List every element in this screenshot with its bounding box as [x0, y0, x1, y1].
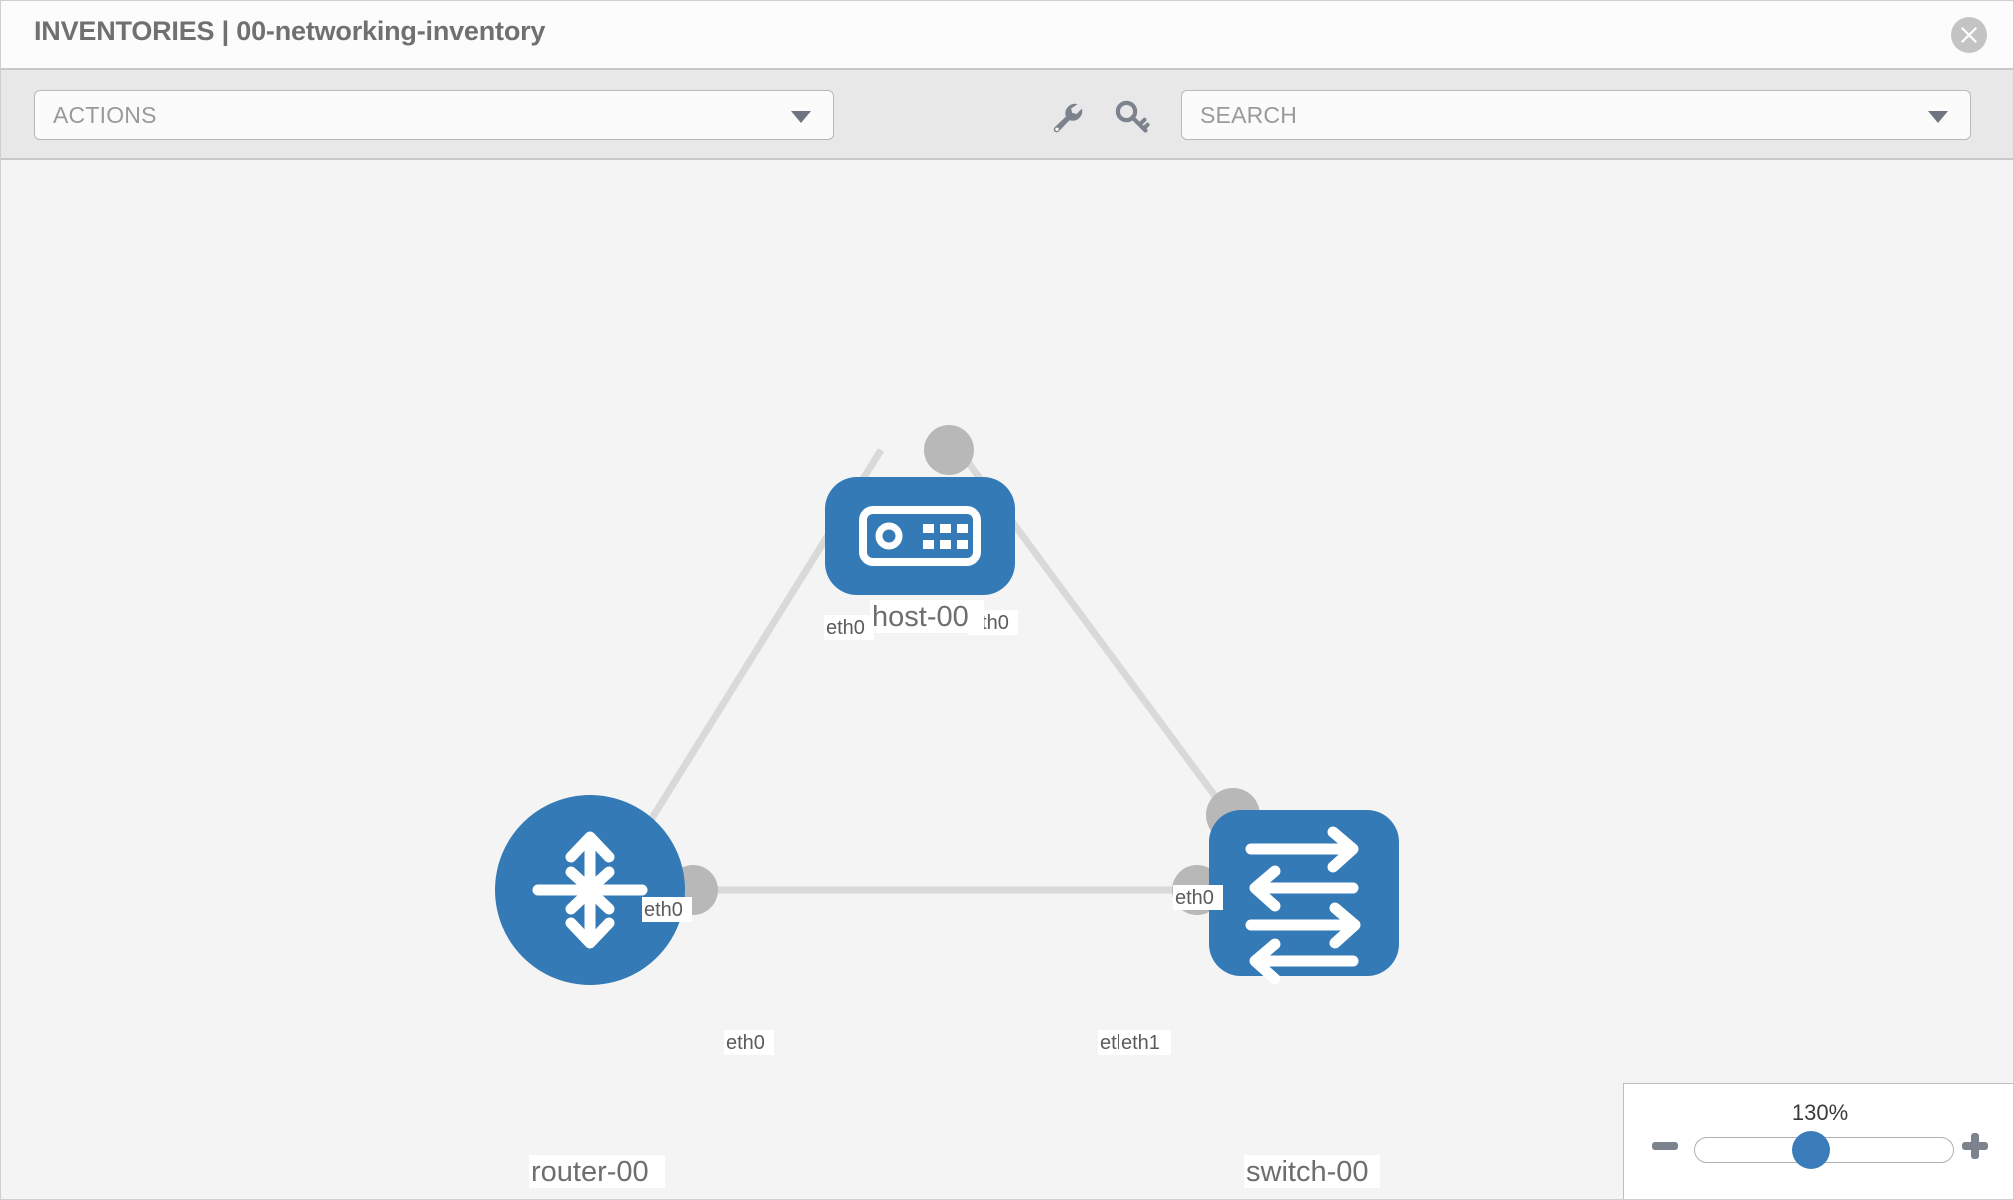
svg-text:eth1: eth1 [1121, 1032, 1160, 1054]
actions-dropdown-label: ACTIONS [53, 102, 157, 128]
server-icon [859, 506, 981, 566]
actions-dropdown[interactable]: ACTIONS [34, 90, 834, 140]
svg-text:eth0: eth0 [644, 899, 683, 921]
iface-label-switch00-uplink: eth0 [1173, 885, 1223, 910]
search-input[interactable]: SEARCH [1181, 90, 1971, 140]
zoom-control-panel: 130% [1623, 1083, 2013, 1199]
svg-text:switch-00: switch-00 [1246, 1156, 1369, 1188]
key-icon[interactable] [1113, 98, 1151, 136]
iface-dot-host00-eth0-right[interactable] [924, 425, 974, 475]
interface-labels: eth0 eth0 eth0 eth0 eth0 [642, 610, 1223, 1055]
zoom-slider-thumb[interactable] [1792, 1131, 1830, 1169]
svg-text:eth0: eth0 [726, 1032, 765, 1054]
topology-graph: eth0 eth0 eth0 eth0 eth0 [495, 425, 1399, 1188]
iface-label-router00-uplink: eth0 [642, 897, 692, 922]
chevron-down-icon [1928, 111, 1948, 123]
node-switch-00[interactable] [1209, 810, 1399, 985]
svg-text:router-00: router-00 [531, 1156, 649, 1188]
zoom-out-button[interactable] [1650, 1131, 1680, 1161]
node-label-switch-00: switch-00 [1244, 1155, 1380, 1188]
router-arrows-icon [532, 831, 648, 949]
switch-arrows-icon [1245, 826, 1361, 985]
svg-text:eth0: eth0 [1175, 887, 1214, 909]
node-label-host-00: host-00 [870, 600, 984, 633]
iface-label-host00-left: eth0 [824, 615, 874, 640]
close-icon[interactable] [1951, 17, 1987, 53]
wrench-icon[interactable] [1047, 98, 1085, 136]
topology-canvas[interactable]: eth0 eth0 eth0 eth0 eth0 [1, 160, 2013, 1199]
zoom-in-button[interactable] [1960, 1131, 1990, 1161]
page-title: INVENTORIES | 00-networking-inventory [34, 16, 546, 46]
window-header: INVENTORIES | 00-networking-inventory [1, 1, 2013, 70]
svg-text:eth0: eth0 [826, 617, 865, 639]
chevron-down-icon [791, 111, 811, 123]
node-host-00[interactable] [825, 477, 1015, 595]
search-placeholder: SEARCH [1200, 102, 1298, 128]
toolbar: ACTIONS SEARCH [1, 70, 2013, 160]
node-host-00-shape[interactable] [825, 477, 1015, 595]
iface-label-router00-eth0: eth0 [724, 1030, 774, 1055]
svg-text:host-00: host-00 [872, 601, 969, 633]
node-labels: host-00 router-00 switch-00 [529, 600, 1380, 1188]
zoom-level-label: 130% [1791, 1100, 1849, 1125]
iface-label-switch00-eth1: eth1 [1119, 1030, 1171, 1055]
node-label-router-00: router-00 [529, 1155, 665, 1188]
node-router-00[interactable] [495, 795, 685, 985]
